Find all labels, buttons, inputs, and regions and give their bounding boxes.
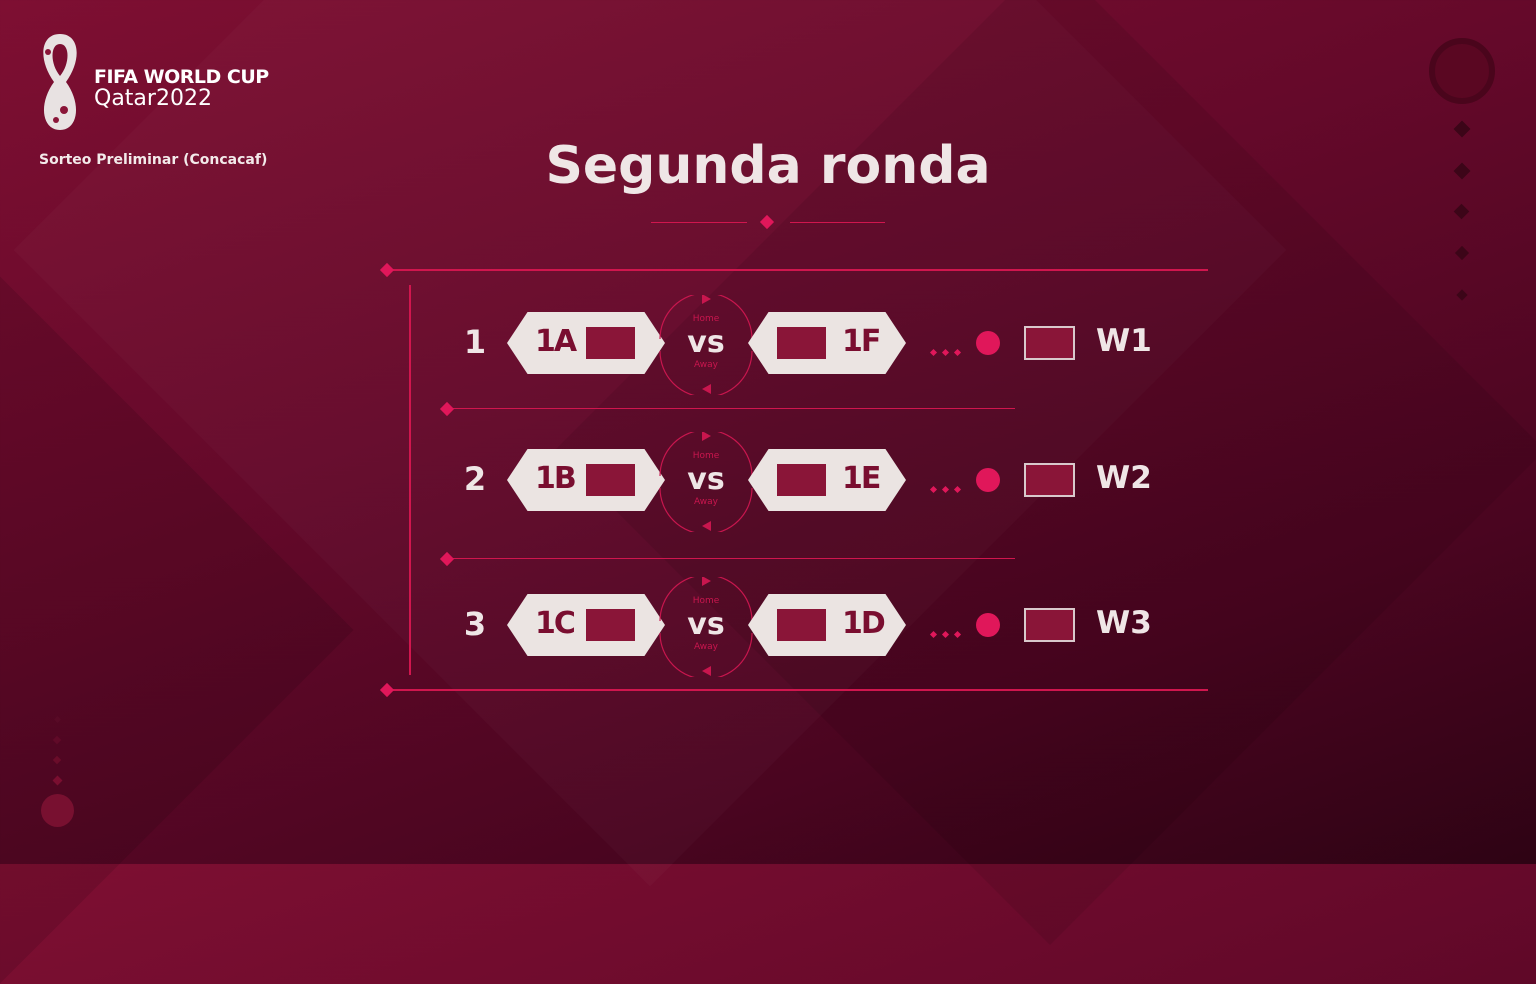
away-team-card: 1E bbox=[748, 449, 906, 511]
team-code: 1A bbox=[535, 324, 577, 359]
home-away-arrows-icon bbox=[659, 577, 753, 677]
soccer-ball-icon bbox=[41, 794, 74, 827]
connector-dots bbox=[929, 477, 967, 496]
match-row: 1 1A Home vs Away 1F W1 bbox=[0, 293, 1536, 395]
team-code: 1E bbox=[842, 461, 881, 496]
vs-label: vs bbox=[687, 325, 725, 360]
match-number: 1 bbox=[463, 323, 487, 361]
home-team-card: 1B bbox=[507, 449, 665, 511]
flag-placeholder bbox=[777, 327, 826, 359]
logo-wordmark: FIFA WORLD CUP Qatar2022 bbox=[94, 66, 269, 110]
title-divider bbox=[651, 222, 747, 223]
winner-flag-placeholder bbox=[1024, 463, 1075, 497]
team-code: 1B bbox=[535, 461, 577, 496]
bracket-bottom-line bbox=[387, 689, 1208, 691]
home-team-card: 1A bbox=[507, 312, 665, 374]
home-away-arrows-icon bbox=[659, 432, 753, 532]
home-away-arrows-icon bbox=[659, 295, 753, 395]
winner-flag-placeholder bbox=[1024, 608, 1075, 642]
away-team-card: 1F bbox=[748, 312, 906, 374]
world-cup-emblem-icon bbox=[43, 34, 77, 130]
flag-placeholder bbox=[586, 609, 635, 641]
flag-placeholder bbox=[586, 464, 635, 496]
bracket-vertical-line bbox=[409, 285, 411, 675]
winner-label: W2 bbox=[1096, 460, 1152, 496]
subtitle: Sorteo Preliminar (Concacaf) bbox=[39, 152, 268, 168]
bracket-top-line bbox=[387, 269, 1208, 271]
home-label: Home bbox=[692, 596, 720, 606]
away-label: Away bbox=[694, 642, 718, 652]
soccer-ball-icon bbox=[976, 331, 1000, 355]
winner-flag-placeholder bbox=[1024, 326, 1075, 360]
row-separator bbox=[447, 408, 1015, 409]
logo-line2: Qatar2022 bbox=[94, 86, 212, 111]
away-label: Away bbox=[694, 360, 718, 370]
flag-placeholder bbox=[586, 327, 635, 359]
soccer-ball-icon bbox=[976, 468, 1000, 492]
vs-label: vs bbox=[687, 607, 725, 642]
title-divider bbox=[790, 222, 885, 223]
soccer-ball-icon bbox=[1429, 38, 1495, 104]
flag-placeholder bbox=[777, 609, 826, 641]
match-row: 2 1B Home vs Away 1E W2 bbox=[0, 430, 1536, 532]
winner-label: W1 bbox=[1096, 323, 1152, 359]
team-code: 1D bbox=[842, 606, 886, 641]
decor-diamond bbox=[1453, 203, 1470, 220]
page-title: Segunda ronda bbox=[545, 136, 991, 196]
connector-dots bbox=[929, 622, 967, 641]
winner-label: W3 bbox=[1096, 605, 1152, 641]
logo-line1: FIFA WORLD CUP bbox=[94, 66, 269, 88]
home-label: Home bbox=[692, 314, 720, 324]
flag-placeholder bbox=[777, 464, 826, 496]
match-number: 2 bbox=[463, 460, 487, 498]
match-number: 3 bbox=[463, 605, 487, 643]
home-team-card: 1C bbox=[507, 594, 665, 656]
team-code: 1F bbox=[842, 324, 881, 359]
row-separator bbox=[447, 558, 1015, 559]
connector-dots bbox=[929, 340, 967, 359]
away-team-card: 1D bbox=[748, 594, 906, 656]
match-row: 3 1C Home vs Away 1D W3 bbox=[0, 575, 1536, 677]
team-code: 1C bbox=[535, 606, 576, 641]
soccer-ball-icon bbox=[976, 613, 1000, 637]
vs-label: vs bbox=[687, 462, 725, 497]
bracket-diamond bbox=[379, 682, 395, 698]
away-label: Away bbox=[694, 497, 718, 507]
home-label: Home bbox=[692, 451, 720, 461]
decor-diamond bbox=[1453, 120, 1471, 138]
decor-diamond bbox=[1454, 245, 1470, 261]
